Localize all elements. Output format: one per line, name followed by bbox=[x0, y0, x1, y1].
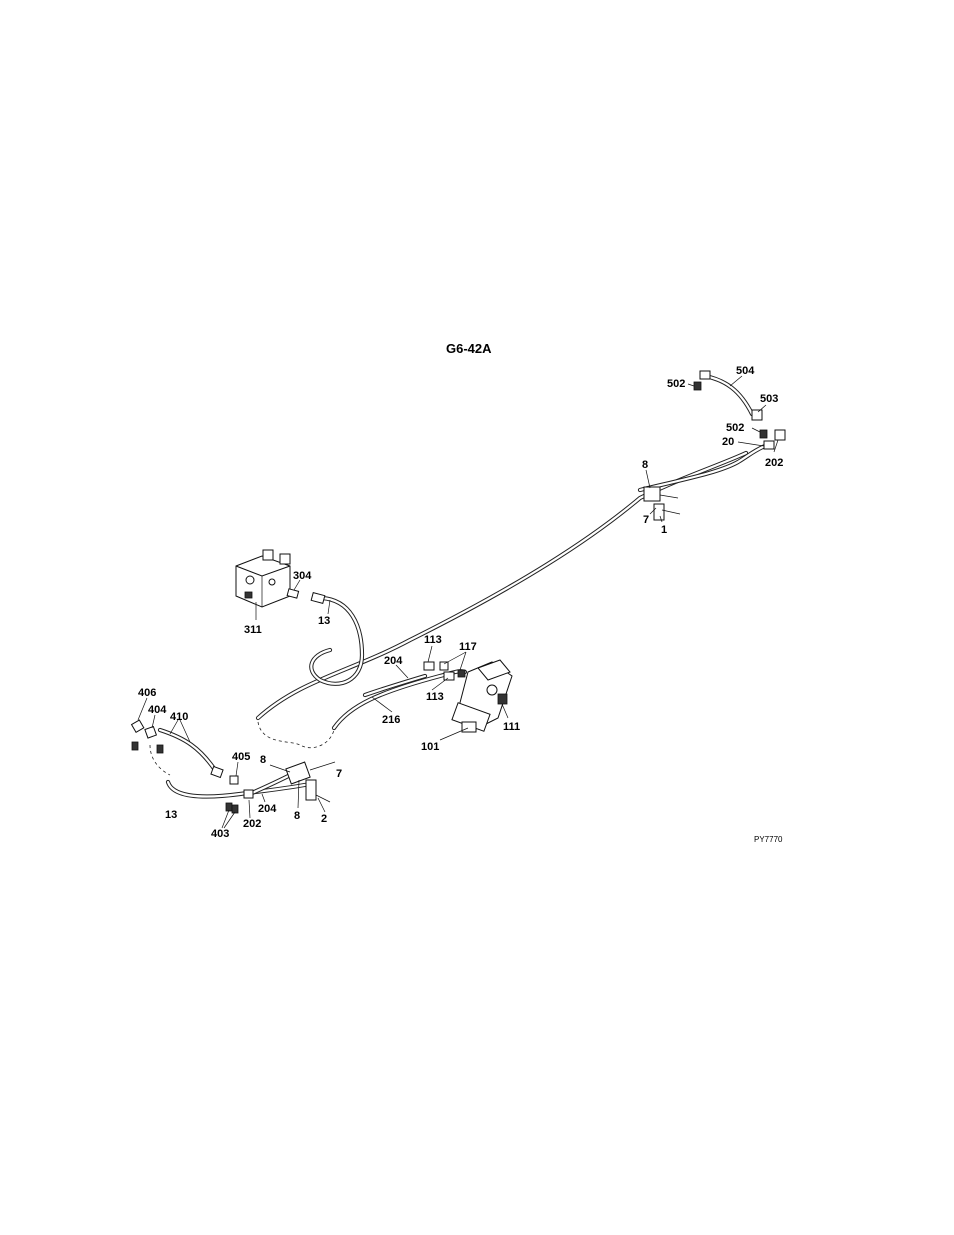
callout-111: 111 bbox=[503, 721, 520, 733]
clamp-assembly-lower bbox=[285, 761, 336, 803]
callout-204-upper: 204 bbox=[384, 655, 403, 667]
fitting-405 bbox=[210, 765, 239, 785]
callout-13-upper: 13 bbox=[318, 615, 330, 627]
callout-502-lower: 502 bbox=[726, 422, 744, 434]
fitting-502-lower bbox=[759, 429, 768, 439]
fitting-406 bbox=[130, 719, 145, 751]
callout-7-upper: 7 bbox=[643, 514, 649, 526]
hose-13-upper bbox=[309, 595, 365, 686]
callout-113-lower: 113 bbox=[426, 691, 444, 703]
leader-lines bbox=[137, 375, 779, 829]
fitting-113-117 bbox=[423, 661, 466, 681]
control-valve-311 bbox=[235, 549, 291, 608]
callout-216: 216 bbox=[382, 714, 400, 726]
callout-405: 405 bbox=[232, 751, 250, 763]
callout-410: 410 bbox=[170, 711, 188, 723]
fitting-304 bbox=[286, 588, 326, 605]
callout-406: 406 bbox=[138, 687, 156, 699]
callout-204-lower: 204 bbox=[258, 803, 277, 815]
hose-13-lower bbox=[165, 779, 313, 799]
callout-1: 1 bbox=[661, 524, 667, 536]
callout-502-upper: 502 bbox=[667, 378, 685, 390]
fitting-202-upper bbox=[763, 429, 786, 450]
callout-202-lower: 202 bbox=[243, 818, 261, 830]
callout-8-lower-right: 8 bbox=[294, 810, 300, 822]
fitting-504-end bbox=[699, 370, 711, 380]
callout-304: 304 bbox=[293, 570, 312, 582]
hose-410 bbox=[157, 727, 218, 773]
hose-20 bbox=[637, 443, 768, 493]
callout-311: 311 bbox=[244, 624, 262, 636]
callout-101: 101 bbox=[421, 741, 439, 753]
callout-202-upper: 202 bbox=[765, 457, 783, 469]
fitting-111 bbox=[497, 693, 508, 705]
hose-504 bbox=[702, 373, 755, 417]
callout-7-lower: 7 bbox=[336, 768, 342, 780]
callout-13-lower: 13 bbox=[165, 809, 177, 821]
callout-117: 117 bbox=[459, 641, 477, 653]
callout-113-upper: 113 bbox=[424, 634, 442, 646]
fitting-202-lower bbox=[243, 789, 254, 799]
clamp-assembly-upper bbox=[643, 486, 681, 521]
callout-403: 403 bbox=[211, 828, 229, 840]
motor-101 bbox=[451, 659, 513, 733]
fitting-503 bbox=[751, 409, 763, 421]
callout-503: 503 bbox=[760, 393, 778, 405]
callout-8-upper: 8 bbox=[642, 459, 648, 471]
hose-routing-dashed bbox=[257, 721, 335, 749]
fitting-404 bbox=[144, 725, 164, 754]
hose-204-upper bbox=[362, 673, 428, 698]
figure-title: G6-42A bbox=[446, 341, 492, 356]
fitting-502-upper bbox=[693, 381, 702, 391]
callout-504: 504 bbox=[736, 365, 755, 377]
callout-2: 2 bbox=[321, 813, 327, 825]
drawing-code: PY7770 bbox=[754, 835, 783, 844]
hose-routing-dashed-left bbox=[149, 744, 171, 776]
callout-20: 20 bbox=[722, 436, 734, 448]
callout-404: 404 bbox=[148, 704, 167, 716]
fitting-403 bbox=[225, 802, 239, 814]
callout-8-lower-left: 8 bbox=[260, 754, 266, 766]
